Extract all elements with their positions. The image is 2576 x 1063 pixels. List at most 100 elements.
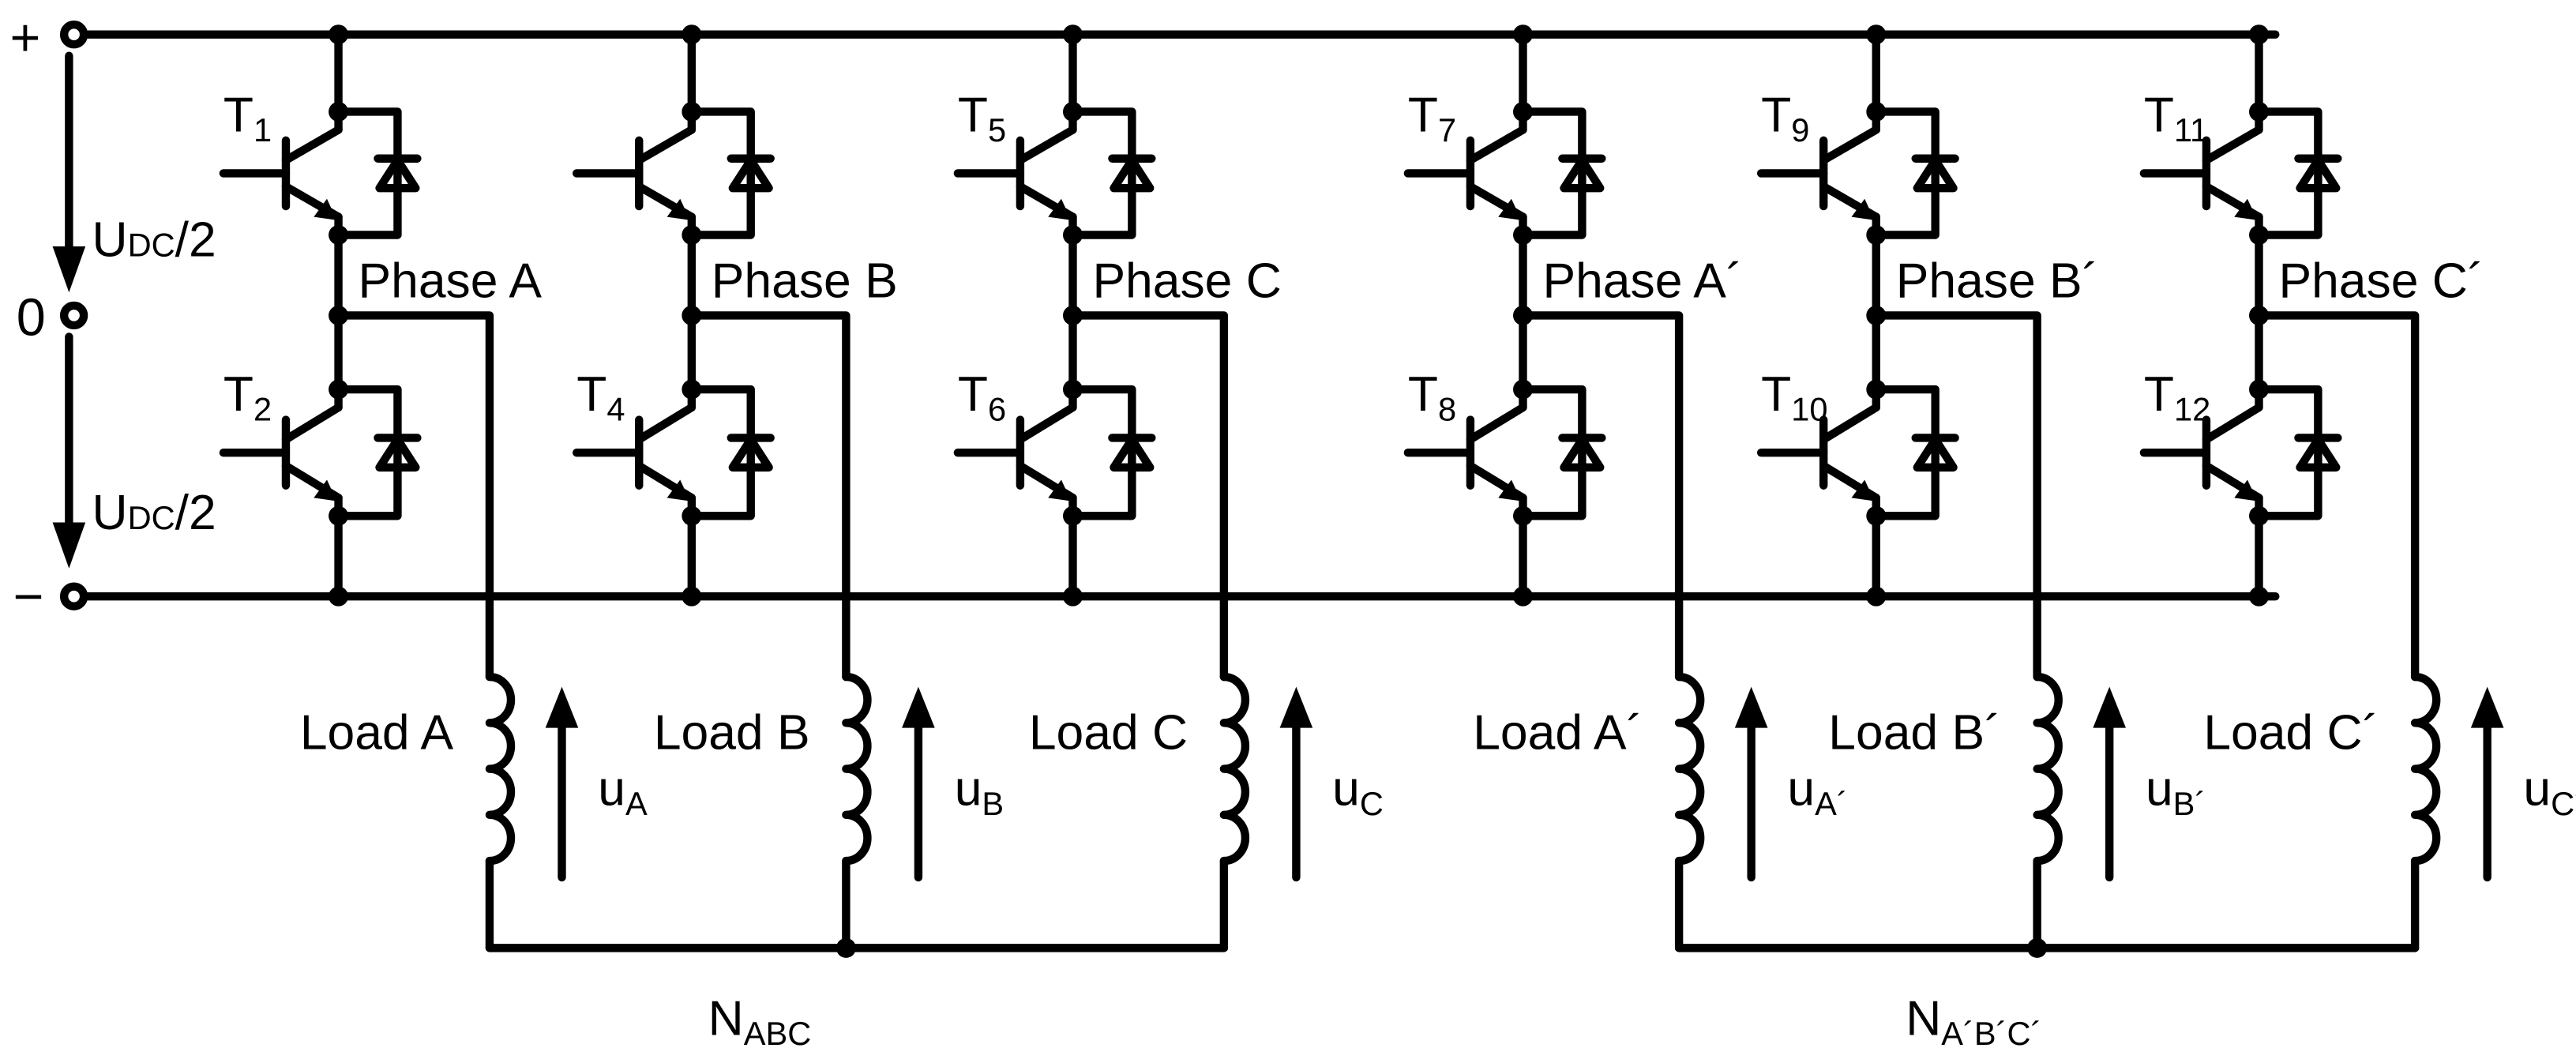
upper-transistor-collector [1016,126,1077,165]
upper-transistor-emitter-arrow [1498,198,1522,220]
upper-transistor-label: T1 [223,88,272,148]
lower-transistor-label: T4 [576,367,625,427]
phase-label: Phase C´ [2278,254,2484,309]
load-label: Load B´ [1828,706,2001,761]
lower-transistor-collector-node [329,379,349,400]
upper-transistor-diode-triangle [1560,156,1605,193]
lower-transistor-emitter-arrow [667,479,690,501]
midpoint-terminal [59,301,88,330]
upper-transistor-emitter-arrow [1048,198,1072,220]
lower-transistor-diode-loop [1519,385,1587,520]
upper-transistor-label: T7 [1408,88,1456,148]
load: Load CuC [1029,672,1384,952]
neutral-points: NABC NA´B´C´ [485,937,2420,1052]
phase-label: Phase B [712,254,898,309]
upper-transistor-collector [635,126,697,165]
lower-transistor-diode-triangle [2296,435,2341,472]
positive-rail-node [1866,24,1887,45]
lower-transistor-collector-node [2249,379,2269,400]
negative-rail-node [329,586,349,607]
load-inductor-coil [842,672,872,866]
lower-transistor-diode-triangle [728,435,773,472]
phase-output-wire [687,311,851,682]
load: Load B uB [654,672,1004,952]
lower-transistor-collector [1466,403,1527,444]
negative-rail-node [1866,586,1887,607]
load-inductor-coil [1219,672,1250,866]
dc-supply: + 0 − UDC/2 UDC/2 [9,9,2280,626]
phase-output-wire [1872,311,2041,682]
positive-rail-node [1062,24,1083,45]
neutral-node [836,937,856,958]
phase-output-wire [2255,311,2420,682]
upper-transistor-collector-node [1062,101,1083,122]
lower-transistor-diode-loop [1068,385,1136,520]
upper-transistor-emitter-node [1062,225,1083,245]
lower-transistor-label: T2 [223,367,272,427]
lower-transistor-emitter-arrow [2234,479,2258,501]
upper-transistor-emitter-arrow [667,198,690,220]
upper-transistor-diode-loop [687,107,755,239]
phase-label: Phase B´ [1896,254,2099,309]
half-voltage-label-top: UDC/2 [92,213,216,268]
phase-label: Phase C [1092,254,1281,309]
lower-transistor-diode-loop [334,385,402,520]
load-inductor-coil [485,672,516,866]
lower-transistor-emitter-node [1513,505,1533,526]
load-voltage-label: uA [598,761,648,821]
lower-transistor-diode-loop [687,385,755,520]
upper-transistor-collector [1819,126,1880,165]
load-voltage-label: uB´ [2146,761,2206,821]
load: Load A´uA´ [1473,672,1848,952]
positive-terminal [59,21,88,49]
lower-transistor-collector-node [1513,379,1533,400]
load-label: Load C´ [2203,706,2379,761]
lower-transistor-emitter-arrow [1048,479,1072,501]
lower-transistor-emitter-node [329,505,349,526]
negative-rail-node [1513,586,1533,607]
upper-transistor-emitter-arrow [1851,198,1875,220]
lower-transistor-collector [1016,403,1077,444]
upper-transistor-collector-node [1513,101,1533,122]
upper-transistor-diode-loop [1872,107,1940,239]
load: Load B´ uB´ [1828,672,2206,952]
upper-transistor-emitter-arrow [2234,198,2258,220]
upper-transistor-emitter-node [2249,225,2269,245]
upper-transistor-collector [2202,126,2263,165]
lower-transistor-collector [2202,403,2263,444]
load-voltage-arrowhead [2470,686,2504,728]
upper-transistor-diode-loop [2255,107,2323,239]
load-label: Load A [300,706,454,761]
phase-output-wire [1068,311,1229,682]
neutral-node [2027,937,2048,958]
upper-transistor-collector [1466,126,1527,165]
half-voltage-arrowhead-top [52,246,86,293]
lower-transistor-emitter-arrow [1851,479,1875,501]
load-voltage-arrowhead [1279,686,1313,728]
positive-rail-node [329,24,349,45]
load-label: Load B [654,706,810,761]
phase-label: Phase A´ [1542,254,1742,309]
positive-rail-node [1513,24,1533,45]
upper-transistor-emitter-node [1866,225,1887,245]
load-label: Load A´ [1473,706,1643,761]
negative-sign: − [13,568,44,626]
neutral-label: NA´B´C´ [1906,992,2041,1052]
lower-transistor-emitter-node [682,505,702,526]
phase-label: Phase A [359,254,543,309]
lower-transistor-diode-triangle [1913,435,1958,472]
neutral-bus: NABC [485,937,1229,1052]
negative-rail-node [1062,586,1083,607]
lower-transistor-collector [1819,403,1880,444]
upper-transistor-collector-node [1866,101,1887,122]
lower-transistor-collector [635,403,697,444]
load-voltage-label: uB [955,761,1004,821]
phase-output-wire [334,311,494,682]
load-voltage-label: uC [1332,761,1384,821]
upper-transistor-collector-node [329,101,349,122]
